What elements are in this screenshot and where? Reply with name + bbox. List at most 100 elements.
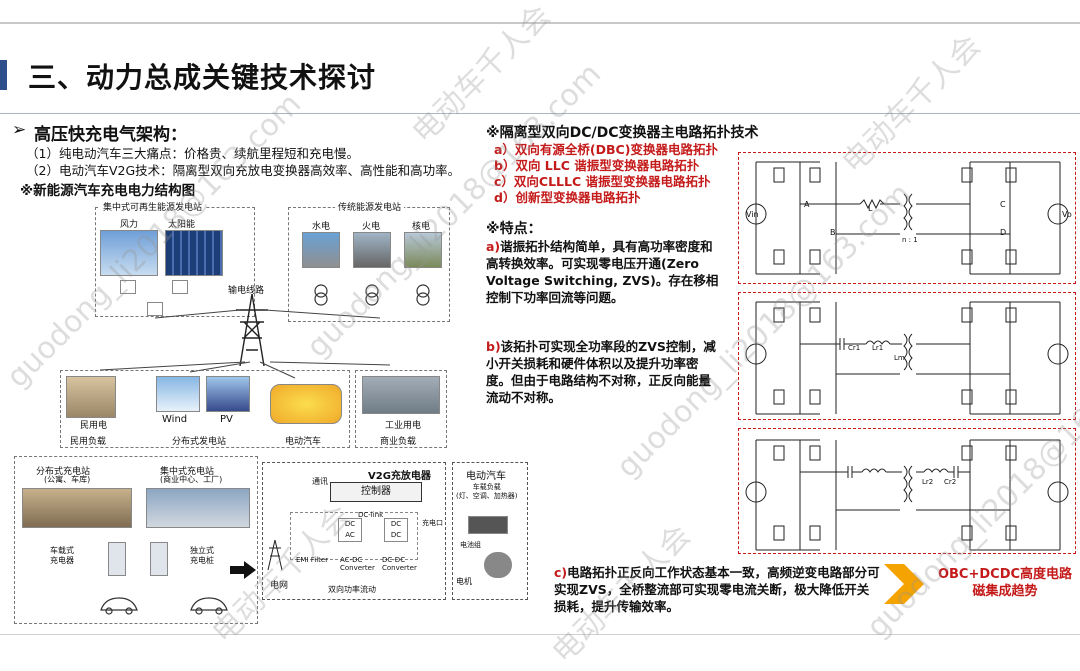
home-charging-image: [22, 488, 132, 528]
node-c-label: C: [1000, 200, 1006, 209]
bidirectional-flow-label: 双向功率流动: [328, 585, 376, 594]
hydro-label: 水电: [312, 222, 331, 232]
hydro-image: [302, 232, 340, 268]
ev-panel-title: 电动汽车: [466, 471, 506, 482]
topology-d: d）创新型变换器电路拓扑: [494, 190, 641, 205]
topology-b: b）双向 LLC 谐振型变换器电路拓扑: [494, 158, 700, 173]
transmission-line-label: 输电线路: [228, 286, 265, 296]
integration-trend-text: OBC+DCDC高度电路 磁集成趋势: [937, 567, 1073, 599]
industrial-caption: 工业用电: [385, 421, 422, 431]
transformer-icons: [314, 284, 430, 306]
battery-label: 电池组: [460, 541, 481, 549]
centralized-renewable-label: 集中式可再生能源发电站: [100, 200, 206, 213]
motor-image: [484, 552, 512, 578]
circuit-c-box: [738, 428, 1076, 554]
features-title: ※特点：: [486, 221, 542, 237]
wind-turbine-image: [100, 230, 158, 276]
dc-caption: DC: [344, 520, 356, 528]
residential-caption: 民用电: [80, 421, 108, 431]
v2g-charger-box: [262, 462, 446, 600]
distributed-gen-label: 分布式发电站: [172, 437, 227, 447]
feature-a: a)谐振拓扑结构简单，具有高功率密度和高转换效率。可实现零电压开通(Zero V…: [486, 238, 722, 306]
wind-caption: Wind: [162, 414, 188, 425]
thermal-image: [353, 232, 391, 268]
centralized-charging-label: 集中式充电站: [160, 467, 215, 477]
node-d-label: D: [1000, 228, 1007, 237]
schematic-dab: [745, 161, 1069, 275]
top-divider: [0, 22, 1080, 24]
commercial-load-label: 商业负载: [380, 437, 417, 447]
feature-b-marker: b): [486, 339, 501, 354]
thermal-label: 火电: [362, 222, 381, 232]
feature-a-text: 谐振拓扑结构简单，具有高功率密度和高转换效率。可实现零电压开通(Zero Vol…: [486, 239, 719, 305]
grid-connection-lines: [99, 309, 391, 379]
residential-image: [66, 376, 116, 418]
v2g-title: V2G充放电器: [368, 471, 431, 482]
residential-load-label: 民用负载: [70, 437, 107, 447]
car-outline-icons: [100, 597, 228, 615]
inverter-icon: [172, 280, 188, 294]
nuclear-image: [404, 232, 442, 268]
acdc-converter-label: AC-DC Converter: [340, 556, 375, 572]
ev-internal-box: [452, 462, 528, 600]
standalone-pile-label: 独立式 充电桩: [190, 546, 214, 565]
page-title: 三、动力总成关键技术探讨: [28, 61, 377, 94]
battery-image: [468, 516, 508, 534]
motor-label: 电机: [456, 577, 472, 586]
feature-b: b)该拓扑可实现全功率段的ZVS控制，减小开关损耗和硬件体积以及提升功率密度。但…: [486, 338, 722, 406]
distributed-charging-sub: (公寓、车库): [44, 475, 91, 484]
feature-b-text: 该拓扑可实现全功率段的ZVS控制，减小开关损耗和硬件体积以及提升功率密度。但由于…: [486, 339, 716, 405]
title-accent-bar: [0, 60, 7, 90]
topology-title: ※隔离型双向DC/DC变换器主电路拓扑技术: [486, 125, 759, 141]
traditional-gen-label: 传统能源发电站: [335, 200, 405, 213]
wind-label: 风力: [120, 220, 139, 230]
ac-dc-block: DC AC: [338, 518, 362, 542]
bottom-divider: [0, 634, 1080, 635]
commercial-box: [355, 370, 447, 448]
pv-caption: PV: [220, 414, 233, 425]
ac-caption: AC: [345, 531, 355, 539]
ev-label: 电动汽车: [285, 437, 322, 447]
load-box: [60, 370, 350, 448]
schematic-clllc: [745, 439, 1069, 551]
v2g-text: （2）电动汽车V2G技术：隔离型双向充放电变换器高效率、高性能和高功率。: [26, 163, 461, 178]
commercial-charging-image: [146, 488, 250, 528]
charge-port-label: 充电口: [422, 519, 443, 527]
feature-a-marker: a): [486, 239, 501, 254]
dcdc-converter-label: DC-DC Converter: [382, 556, 417, 572]
lm-label: Lm: [894, 354, 905, 362]
dc-link-label: DC-link: [358, 511, 384, 519]
ev-load-label: 车载负载 (灯、空调、加热器): [456, 483, 518, 500]
trend-arrow-badge: [884, 564, 924, 604]
charging-pile-icon: [150, 542, 168, 576]
charging-station-box: [14, 456, 258, 624]
figure-title: ※新能源汽车充电电力结构图: [20, 183, 196, 199]
cr2-label: Cr2: [944, 478, 957, 486]
lr1-label: Lr1: [872, 344, 884, 352]
converter-schematics: [745, 161, 1069, 551]
ev-car-image: [270, 384, 342, 424]
pain-points-text: （1）纯电动汽车三大痛点：价格贵、续航里程短和充电慢。: [26, 146, 359, 161]
grid-tower-icon: [267, 539, 283, 571]
centralized-charging-sub: (商业中心、工厂): [160, 475, 223, 484]
dc-caption: DC: [390, 531, 402, 539]
circuit-b-box: [738, 292, 1076, 420]
turns-ratio-label: n : 1: [902, 236, 918, 244]
onboard-charger-label: 车载式 充电器: [50, 546, 74, 565]
schematic-llc: [745, 301, 1069, 415]
section-heading: 高压快充电气架构：: [34, 125, 187, 145]
inverter-icon: [147, 302, 163, 316]
topology-c: c）双向CLLLC 谐振型变换器电路拓扑: [494, 174, 711, 189]
title-underline: [0, 113, 1080, 114]
transmission-tower-icon: [236, 293, 268, 367]
lr2-label: Lr2: [922, 478, 934, 486]
feature-c-marker: c): [554, 565, 568, 580]
vin-label: Vin: [746, 210, 759, 219]
controller-box: 控制器: [330, 482, 422, 502]
solar-label: 太阳能: [168, 220, 196, 230]
inverter-icon: [120, 280, 136, 294]
converter-area: [290, 512, 418, 560]
feature-c-text: 电路拓扑正反向工作状态基本一致，高频逆变电路部分可实现ZVS，全桥整流部可实现零…: [554, 565, 880, 614]
distributed-pv-image: [206, 376, 250, 412]
